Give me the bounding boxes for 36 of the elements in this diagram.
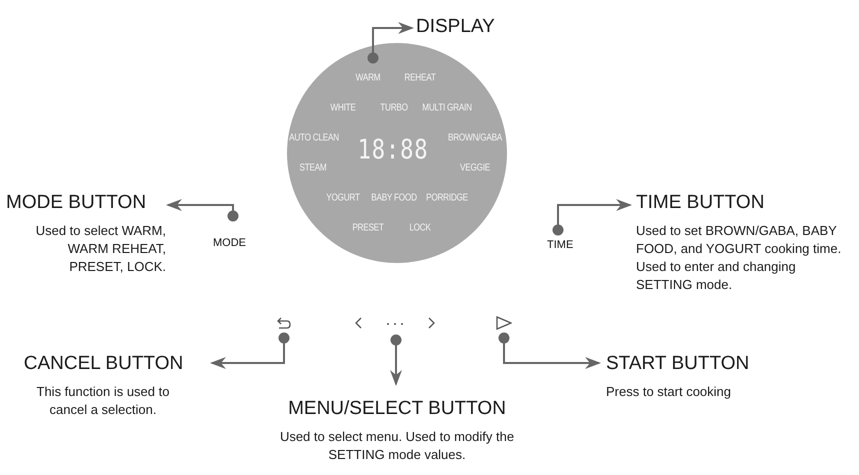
callout-title: TIME BUTTON <box>636 192 764 214</box>
button-label: TIME <box>547 239 574 251</box>
indicator-label: PORRIDGE <box>426 192 468 204</box>
indicator-label: WARM <box>356 72 380 84</box>
button-label: MODE <box>213 237 246 249</box>
callout-title: CANCEL BUTTON <box>24 353 184 375</box>
callout-title: START BUTTON <box>606 353 750 375</box>
indicator-label: BROWN/GABA <box>448 132 502 144</box>
indicator-label: AUTO CLEAN <box>289 132 339 144</box>
indicator-label: VEGGIE <box>460 162 490 174</box>
return-arrow-icon <box>276 316 292 330</box>
indicator-label: PRESET <box>352 222 384 234</box>
description-text: Used to set BROWN/GABA, BABY FOOD, and YOGURT cooking time. Used to enter and changing SETTING mode. <box>636 222 842 294</box>
indicator-label: MULTI GRAIN <box>422 102 472 114</box>
description-text: This function is used to cancel a selection. <box>36 383 170 419</box>
description-text: Used to select WARM, WARM REHEAT, PRESET, LOCK. <box>34 222 166 276</box>
callout-title: MODE BUTTON <box>6 192 146 214</box>
leader-arrow <box>498 332 601 369</box>
indicator-label: YOGURT <box>326 192 360 204</box>
description-text: Used to select menu. Used to modify the SETTING mode values. <box>278 428 516 464</box>
indicator-label: BABY FOOD <box>371 192 417 204</box>
callout-title: DISPLAY <box>416 16 495 38</box>
indicator-label: TURBO <box>380 102 408 114</box>
callout-title: MENU/SELECT BUTTON <box>288 398 506 420</box>
description-text: Press to start cooking <box>606 383 732 401</box>
leader-arrow <box>166 199 238 222</box>
play-icon <box>496 316 512 330</box>
leader-arrow <box>390 334 402 386</box>
indicator-label: REHEAT <box>404 72 436 84</box>
indicator-label: LOCK <box>409 222 431 234</box>
leader-arrow <box>552 199 632 236</box>
indicator-label: WHITE <box>330 102 356 114</box>
indicator-label: STEAM <box>300 162 326 174</box>
leader-arrow <box>368 22 414 64</box>
leader-arrow <box>210 332 290 369</box>
digit-readout: 18:88 <box>358 134 428 166</box>
